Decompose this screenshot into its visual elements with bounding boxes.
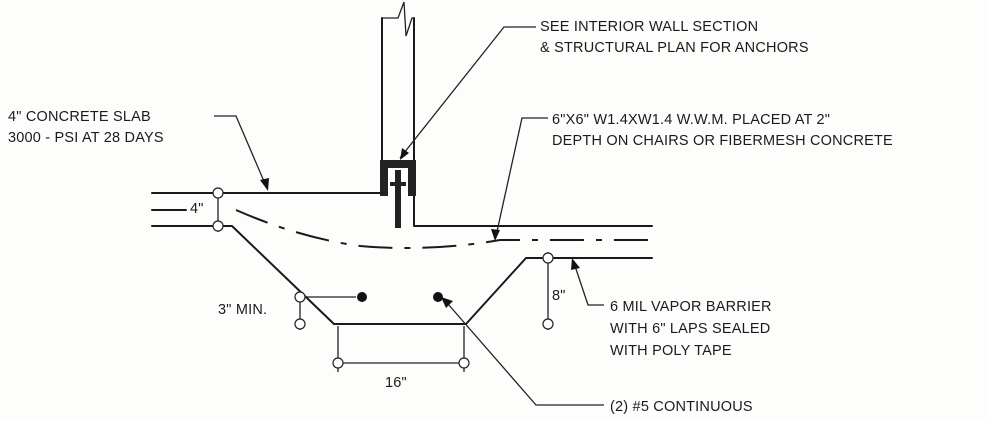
note-rebar: (2) #5 CONTINUOUS bbox=[610, 399, 753, 415]
leader-wall-section bbox=[399, 26, 536, 160]
dim-cover: 3" MIN. bbox=[218, 291, 356, 330]
dim-label-3min: 3" MIN. bbox=[218, 302, 267, 318]
dim-depth: 8" bbox=[542, 252, 566, 330]
leader-rebar bbox=[441, 297, 604, 406]
wire-mesh-line bbox=[235, 209, 650, 249]
dim-label-8: 8" bbox=[552, 288, 566, 304]
rebar-dot bbox=[357, 292, 367, 302]
note-vapor-3: WITH POLY TAPE bbox=[610, 343, 732, 359]
leader-vapor bbox=[571, 258, 604, 306]
leader-slab bbox=[214, 115, 269, 191]
dim-slab-thickness: 4" bbox=[190, 187, 224, 232]
note-slab-1: 4" CONCRETE SLAB bbox=[8, 109, 151, 125]
note-slab-2: 3000 - PSI AT 28 DAYS bbox=[8, 130, 164, 146]
note-mesh-1: 6"X6" W1.4XW1.4 W.W.M. PLACED AT 2" bbox=[552, 112, 830, 128]
note-mesh-2: DEPTH ON CHAIRS OR FIBERMESH CONCRETE bbox=[552, 133, 893, 149]
rebar-dot bbox=[433, 292, 443, 302]
dim-width: 16" bbox=[332, 326, 470, 391]
note-vapor-1: 6 MIL VAPOR BARRIER bbox=[610, 299, 772, 315]
note-wall-section-1: SEE INTERIOR WALL SECTION bbox=[540, 19, 758, 35]
note-wall-section-2: & STRUCTURAL PLAN FOR ANCHORS bbox=[540, 40, 809, 56]
dim-label-4: 4" bbox=[190, 201, 204, 217]
anchor-bolt bbox=[380, 160, 416, 228]
leader-mesh bbox=[491, 117, 548, 241]
dim-label-16: 16" bbox=[385, 375, 407, 391]
note-vapor-2: WITH 6" LAPS SEALED bbox=[610, 321, 770, 337]
